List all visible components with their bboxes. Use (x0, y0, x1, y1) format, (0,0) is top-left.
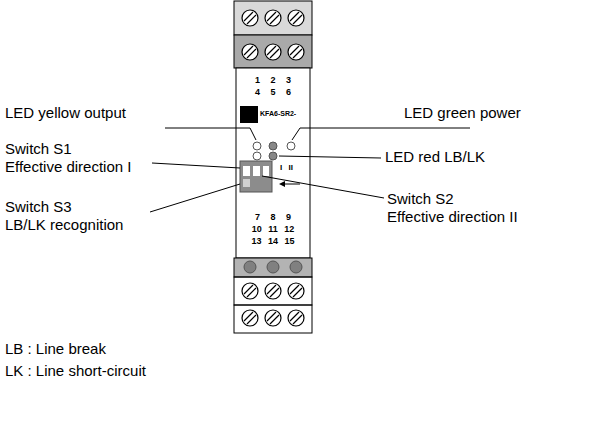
legend-note: LB : Line break (5, 340, 106, 358)
leader-line (279, 156, 381, 158)
led (269, 142, 277, 150)
screw (242, 310, 258, 326)
leader-line (150, 184, 240, 212)
screw (288, 10, 304, 26)
switch-slider (263, 166, 269, 176)
terminal-block (234, 1, 312, 35)
screw (265, 10, 281, 26)
terminal-numbers: 1 2 3 (255, 75, 291, 86)
terminal-numbers: 4 5 6 (255, 87, 291, 98)
leader-lines (150, 128, 470, 212)
bottom-band (234, 258, 312, 277)
arrow-line (283, 184, 300, 185)
callout-label: Switch S2 (387, 190, 454, 208)
screw (288, 283, 304, 299)
legend-note: LK : Line short-circuit (5, 362, 146, 380)
switch-slider (243, 166, 250, 176)
screw (242, 283, 258, 299)
led-green (287, 142, 295, 150)
screw (265, 310, 281, 326)
led-yellow (253, 142, 261, 150)
callout-label: LED red LB/LK (385, 148, 485, 166)
led (253, 152, 261, 160)
callout-label: LB/LK recognition (5, 216, 123, 234)
terminal-block (234, 305, 312, 333)
callout-label: LED green power (404, 104, 521, 122)
leader-line (165, 128, 256, 140)
screw (265, 283, 281, 299)
model-name: KFA6-SR2- (260, 110, 296, 118)
callout-label: LED yellow output (5, 104, 126, 122)
button (267, 261, 279, 273)
leader-line (152, 163, 240, 168)
terminal-numbers: 10 11 12 (252, 224, 295, 235)
logo-square (240, 106, 258, 123)
arrow-head (279, 181, 285, 187)
screw (288, 310, 304, 326)
switch-slider (253, 166, 260, 176)
leader-line (292, 128, 470, 140)
terminal-numbers: 7 8 9 (255, 212, 291, 223)
leader-line (262, 176, 384, 198)
callout-label: Effective direction I (5, 158, 131, 176)
housing (236, 68, 310, 258)
bottom-terminal-block (234, 277, 312, 333)
callout-label: Effective direction II (387, 208, 518, 226)
terminal-block (234, 277, 312, 305)
led-red (269, 152, 277, 160)
band-buttons (244, 261, 302, 273)
screw (265, 44, 281, 60)
screw (242, 44, 258, 60)
callout-label: Switch S1 (5, 140, 72, 158)
button (290, 261, 302, 273)
callout-label: Switch S3 (5, 198, 72, 216)
leds (253, 142, 295, 160)
switch-marking: I II (280, 163, 293, 173)
terminal-numbers: 13 14 15 (251, 236, 294, 247)
screw (288, 44, 304, 60)
screw (242, 10, 258, 26)
switch-slider (243, 179, 250, 187)
button (244, 261, 256, 273)
top-terminal-block (234, 1, 312, 68)
